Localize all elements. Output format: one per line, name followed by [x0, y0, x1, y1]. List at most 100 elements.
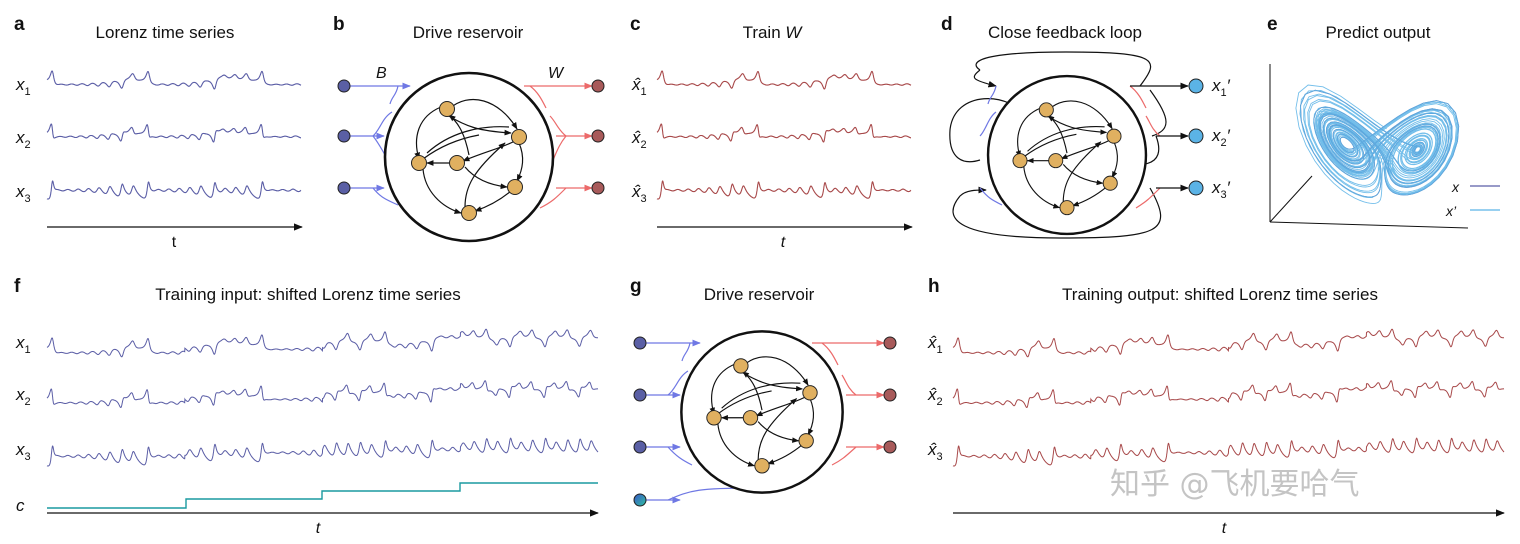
svg-text:x1: x1: [15, 75, 31, 98]
trace-c-x2: [656, 123, 911, 143]
input-node-g-2: [633, 388, 647, 402]
reservoir-g: [681, 331, 842, 492]
predict-node-2: [1188, 128, 1204, 144]
panel-d-title: Close feedback loop: [988, 23, 1142, 42]
panel-a-var-3: x3: [15, 182, 31, 205]
panel-b-title: Drive reservoir: [413, 23, 524, 42]
panel-letter-d: d: [941, 14, 953, 35]
output-node-g-2: [883, 388, 897, 402]
time-axis-c-label: t: [781, 234, 786, 251]
svg-text:x̂1: x̂1: [927, 333, 943, 356]
panel-f-var-3: x3: [15, 440, 31, 463]
reservoir-d: [988, 76, 1146, 234]
output-node-3: [591, 181, 605, 195]
svg-text:x̂1: x̂1: [631, 75, 647, 98]
svg-text:x̂3: x̂3: [631, 182, 647, 205]
trace-f-x2: [46, 380, 599, 408]
panel-a-var-2: x2: [15, 128, 31, 151]
input-matrix-label-b: B: [376, 65, 387, 82]
predict-node-1: [1188, 78, 1204, 94]
trace-h-x2: [952, 380, 1505, 408]
svg-text:x’: x’: [1445, 203, 1457, 219]
panel-g: g Drive reservoir: [630, 276, 897, 507]
predict-label-3: x3′: [1211, 178, 1231, 201]
trace-a-x1: [46, 70, 302, 90]
svg-text:x̂3: x̂3: [927, 440, 943, 463]
output-node-2: [591, 129, 605, 143]
svg-text:x3: x3: [15, 440, 31, 463]
panel-letter-g: g: [630, 276, 642, 297]
panel-h-var-3: x̂3: [927, 440, 943, 463]
panel-f: f Training input: shifted Lorenz time se…: [14, 276, 599, 537]
svg-text:x2: x2: [15, 385, 31, 408]
svg-text:x3: x3: [15, 182, 31, 205]
output-arrows-d: [1130, 82, 1189, 192]
panel-d: d Close feedback loop: [941, 14, 1231, 239]
trace-c-x3: [656, 180, 912, 200]
panel-letter-c: c: [630, 14, 641, 35]
trace-f-x3: [46, 437, 599, 467]
panel-a-var-1: x1: [15, 75, 31, 98]
legend-x-prime: x’: [1445, 203, 1500, 219]
panel-a-title: Lorenz time series: [96, 23, 235, 42]
panel-c: c Train W x̂1 x̂2 x̂3 t: [630, 14, 913, 251]
panel-c-title: Train W: [743, 23, 804, 42]
output-node-g-3: [883, 440, 897, 454]
panel-c-var-1: x̂1: [631, 75, 647, 98]
panel-f-var-1: x1: [15, 333, 31, 356]
time-axis-h-label: t: [1222, 520, 1227, 537]
svg-text:x̂2: x̂2: [927, 385, 943, 408]
panel-h: h Training output: shifted Lorenz time s…: [927, 276, 1505, 537]
panel-h-var-2: x̂2: [927, 385, 943, 408]
panel-letter-h: h: [928, 276, 940, 297]
input-node-g-3: [633, 440, 647, 454]
legend-x: x: [1451, 179, 1500, 195]
input-node-g-1: [633, 336, 647, 350]
panel-b: b Drive reservoir B W: [333, 14, 605, 241]
output-connections-b: [524, 82, 593, 209]
predict-label-1: x1′: [1211, 76, 1231, 99]
trace-a-x3: [46, 180, 302, 200]
panel-letter-b: b: [333, 14, 345, 35]
panel-letter-f: f: [14, 276, 21, 297]
input-node-3: [337, 181, 351, 195]
input-connections-d: [979, 85, 1003, 206]
trace-h-x3: [952, 437, 1505, 467]
panel-e: e Predict output x x’: [1267, 14, 1500, 229]
input-connections-b: [350, 82, 411, 206]
trace-h-x1: [952, 328, 1504, 358]
svg-text:x2′: x2′: [1211, 126, 1231, 149]
svg-text:x1: x1: [15, 333, 31, 356]
output-matrix-label-w: W: [548, 65, 565, 82]
output-node-1: [591, 79, 605, 93]
trace-c-x1: [656, 70, 912, 90]
panel-h-var-1: x̂1: [927, 333, 943, 356]
panel-g-title: Drive reservoir: [704, 285, 815, 304]
panel-e-title: Predict output: [1326, 23, 1431, 42]
panel-letter-a: a: [14, 14, 25, 35]
svg-text:x3′: x3′: [1211, 178, 1231, 201]
context-signal: [47, 482, 598, 509]
panel-h-title: Training output: shifted Lorenz time ser…: [1062, 285, 1378, 304]
panel-f-var-2: x2: [15, 385, 31, 408]
svg-text:x: x: [1451, 179, 1460, 195]
context-input-node: [633, 493, 647, 507]
output-connections-d: [1129, 85, 1161, 209]
context-label: c: [16, 496, 25, 515]
panel-c-var-3: x̂3: [631, 182, 647, 205]
input-node-2: [337, 129, 351, 143]
panel-f-title: Training input: shifted Lorenz time seri…: [155, 285, 461, 304]
trace-a-x2: [46, 123, 301, 143]
trace-f-x1: [46, 328, 598, 358]
panel-letter-e: e: [1267, 14, 1278, 35]
output-connections-g: [812, 339, 885, 466]
svg-text:x1′: x1′: [1211, 76, 1231, 99]
attractor-axes: [1269, 64, 1469, 229]
input-node-1: [337, 79, 351, 93]
time-axis-f-label: t: [316, 520, 321, 537]
watermark-text: 知乎 @飞机要哈气: [1110, 467, 1360, 502]
time-axis-a-label: t: [172, 234, 177, 251]
svg-text:x̂2: x̂2: [631, 128, 647, 151]
output-node-g-1: [883, 336, 897, 350]
